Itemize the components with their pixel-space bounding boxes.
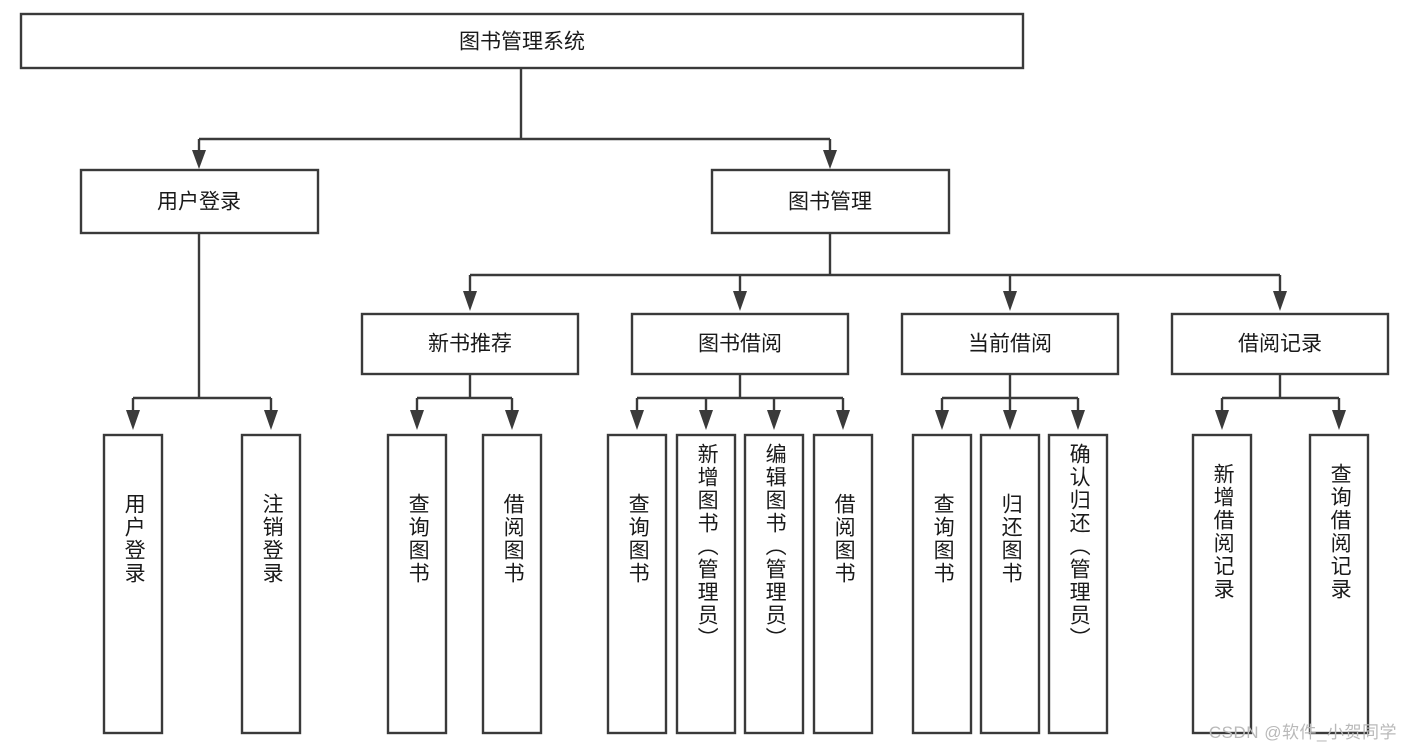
node-root-label: 图书管理系统 <box>459 31 585 54</box>
node-root[interactable]: 图书管理系统 <box>19 12 1025 70</box>
node-book-management[interactable]: 图书管理 <box>710 168 951 235</box>
arrow-head-leaf-book-borrow-4 <box>836 410 850 430</box>
node-borrow-record-label: 借阅记录 <box>1238 333 1322 356</box>
node-new-book-recommend-label: 新书推荐 <box>428 333 512 356</box>
leaf-box-borrow-record-2[interactable] <box>1308 433 1370 735</box>
arrow-head-borrow-record <box>1273 291 1287 311</box>
arrow-head-leaf-current-borrow-3 <box>1071 410 1085 430</box>
arrow-head-leaf-book-borrow-2 <box>699 410 713 430</box>
arrow-head-leaf-current-borrow-2 <box>1003 410 1017 430</box>
arrow-head-user-login <box>192 150 206 169</box>
arrow-head-leaf-book-borrow-3 <box>767 410 781 430</box>
node-borrow-record[interactable]: 借阅记录 <box>1170 312 1390 376</box>
leaf-box-book-borrow-2[interactable] <box>675 433 737 735</box>
node-user-login[interactable]: 用户登录 <box>79 168 320 235</box>
arrow-head-leaf-borrow-record-1 <box>1215 410 1229 430</box>
arrow-head-book-borrow <box>733 291 747 311</box>
connector-group <box>126 69 1346 430</box>
node-current-borrow-label: 当前借阅 <box>968 333 1052 356</box>
arrow-head-new-book <box>463 291 477 311</box>
leaf-box-book-borrow-1[interactable] <box>606 433 668 735</box>
arrow-head-leaf-current-borrow-1 <box>935 410 949 430</box>
arrow-head-leaf-user-login-1 <box>126 410 140 430</box>
node-root-box[interactable] <box>19 12 1025 70</box>
leaf-box-user-login-2[interactable] <box>240 433 302 735</box>
node-user-login-box[interactable] <box>79 168 320 235</box>
arrow-head-leaf-borrow-record-2 <box>1332 410 1346 430</box>
leaf-box-current-borrow-2[interactable] <box>979 433 1041 735</box>
leaf-box-new-book-1[interactable] <box>386 433 448 735</box>
node-book-borrow-label: 图书借阅 <box>698 333 782 356</box>
leaf-box-current-borrow-1[interactable] <box>911 433 973 735</box>
arrow-head-current-borrow <box>1003 291 1017 311</box>
node-book-management-label: 图书管理 <box>788 191 872 214</box>
node-book-management-box[interactable] <box>710 168 951 235</box>
leaf-box-user-login-1[interactable] <box>102 433 164 735</box>
leaf-box-current-borrow-3[interactable] <box>1047 433 1109 735</box>
arrow-head-leaf-book-borrow-1 <box>630 410 644 430</box>
leaf-box-new-book-2[interactable] <box>481 433 543 735</box>
arrow-head-leaf-user-login-2 <box>264 410 278 430</box>
node-book-borrow-box[interactable] <box>630 312 850 376</box>
leaf-box-borrow-record-1[interactable] <box>1191 433 1253 735</box>
node-user-login-label: 用户登录 <box>157 191 241 214</box>
leaf-box-group <box>102 433 1370 735</box>
arrow-head-leaf-new-book-1 <box>410 410 424 430</box>
node-borrow-record-box[interactable] <box>1170 312 1390 376</box>
node-current-borrow[interactable]: 当前借阅 <box>900 312 1120 376</box>
leaf-box-book-borrow-4[interactable] <box>812 433 874 735</box>
arrow-head-book-mgmt <box>823 150 837 169</box>
node-book-borrow[interactable]: 图书借阅 <box>630 312 850 376</box>
arrow-head-leaf-new-book-2 <box>505 410 519 430</box>
node-new-book-recommend-box[interactable] <box>360 312 580 376</box>
leaf-box-book-borrow-3[interactable] <box>743 433 805 735</box>
node-new-book-recommend[interactable]: 新书推荐 <box>360 312 580 376</box>
node-current-borrow-box[interactable] <box>900 312 1120 376</box>
